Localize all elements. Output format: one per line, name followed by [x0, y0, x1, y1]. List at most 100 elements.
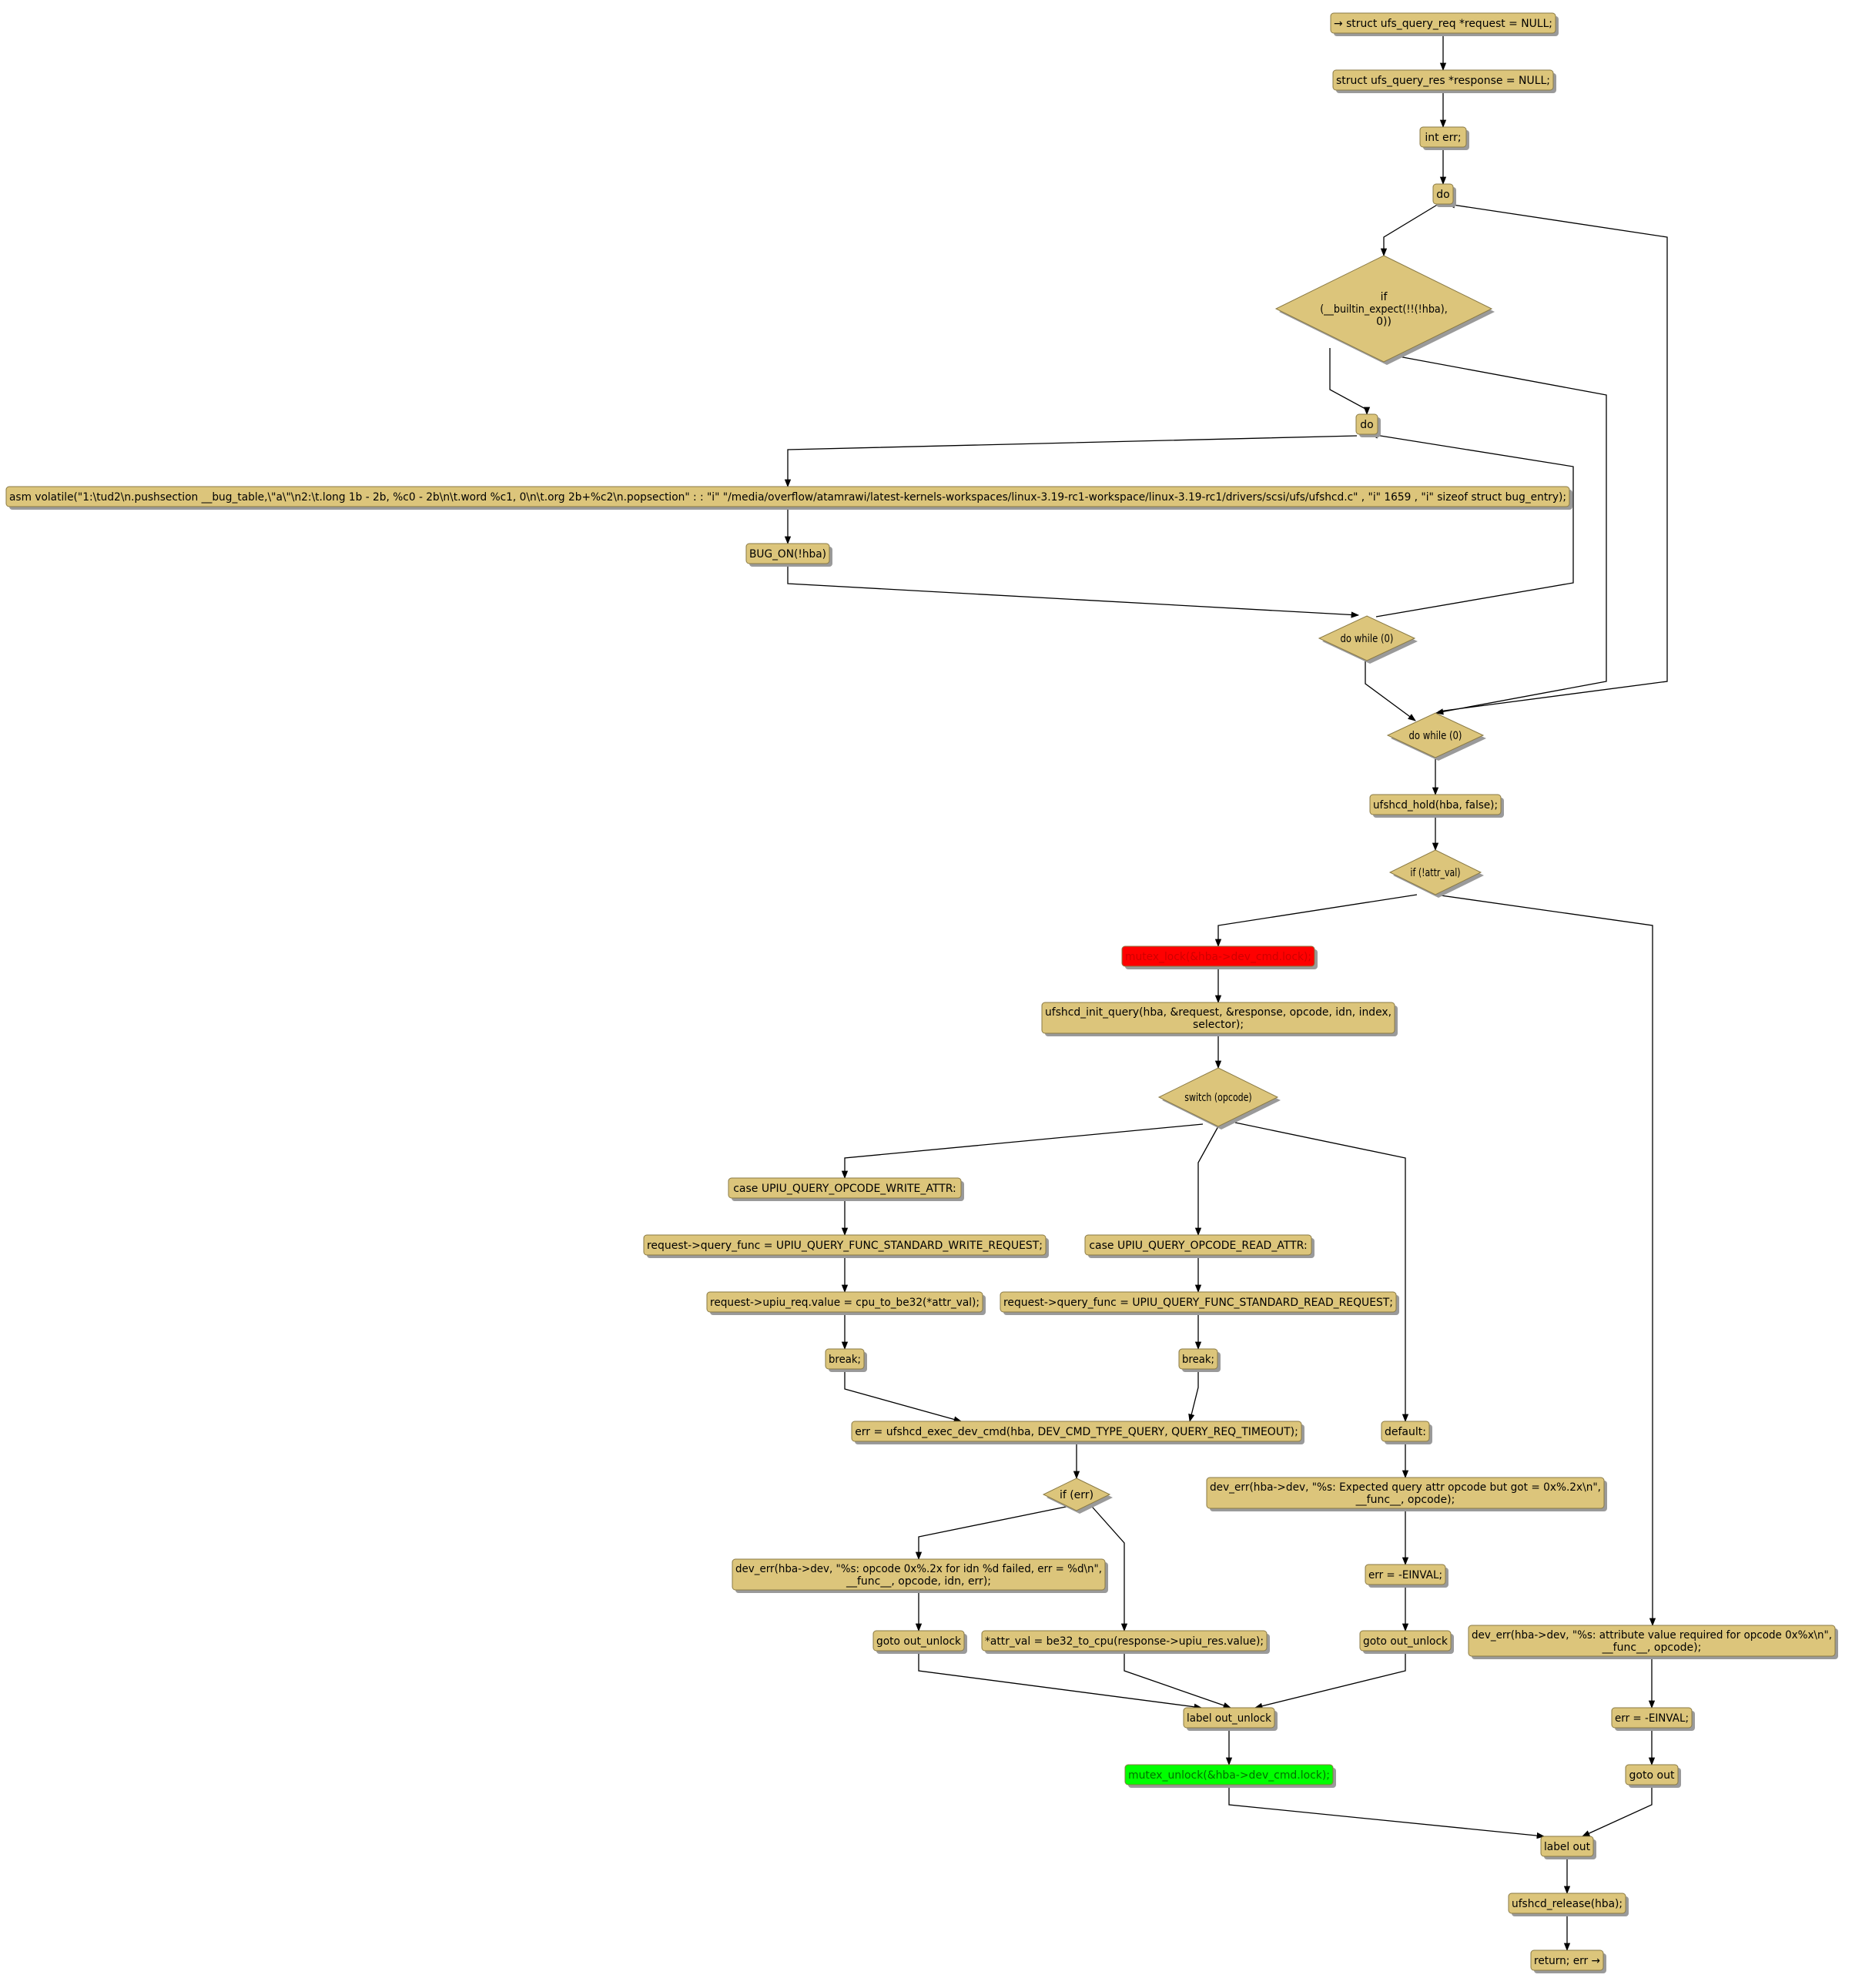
node-label: asm volatile("1:\tud2\n.pushsection __bu… — [9, 491, 1566, 504]
node-break2: break; — [1178, 1348, 1221, 1372]
node-box — [643, 1234, 1047, 1256]
flow-edge — [1087, 1501, 1128, 1632]
node-deverr-opcode: dev_err(hba->dev, "%s: opcode 0x%.2x for… — [732, 1558, 1108, 1593]
flow-edge — [1214, 894, 1418, 948]
node-box — [745, 543, 830, 564]
node-default: default: — [1381, 1421, 1432, 1444]
node-box — [732, 1558, 1106, 1591]
node-release: ufshcd_release(hba); — [1508, 1893, 1629, 1916]
node-label: __func__, opcode, idn, err); — [846, 1575, 991, 1588]
node-label: mutex_unlock(&hba->dev_cmd.lock); — [1128, 1769, 1330, 1782]
node-response: struct ufs_query_res *response = NULL; — [1332, 69, 1556, 93]
node-asm: asm volatile("1:\tud2\n.pushsection __bu… — [5, 486, 1572, 510]
flow-edge — [1365, 661, 1416, 721]
node-box — [1468, 1625, 1836, 1657]
node-diamond — [1388, 849, 1482, 895]
node-box — [1124, 1764, 1334, 1786]
node-label: selector); — [1193, 1019, 1244, 1031]
node-break1: break; — [825, 1348, 867, 1372]
node-box — [1365, 1564, 1446, 1585]
node-label: BUG_ON(!hba) — [749, 548, 826, 561]
node-label: break; — [1182, 1354, 1214, 1366]
node-label: label out — [1544, 1841, 1590, 1853]
node-label: request->query_func = UPIU_QUERY_FUNC_ST… — [1003, 1297, 1393, 1309]
node-diamond — [1274, 255, 1493, 363]
node-case-write: case UPIU_QUERY_OPCODE_WRITE_ATTR: — [728, 1177, 964, 1201]
node-label: struct ufs_query_res *response = NULL; — [1336, 75, 1550, 87]
node-request: → struct ufs_query_req *request = NULL; — [1330, 12, 1559, 36]
node-upiu-value: request->upiu_req.value = cpu_to_be32(*a… — [706, 1291, 986, 1315]
node-label: → struct ufs_query_req *request = NULL; — [1334, 18, 1552, 30]
node-box — [1369, 794, 1502, 815]
node-dowhile-outer: do while (0) — [1386, 712, 1486, 761]
node-box — [1000, 1291, 1397, 1313]
nodes: → struct ufs_query_req *request = NULL; s… — [5, 12, 1838, 1973]
node-box — [5, 486, 1570, 507]
flow-edge — [918, 1651, 1203, 1710]
node-write-func: request->query_func = UPIU_QUERY_FUNC_ST… — [643, 1234, 1049, 1258]
node-box — [1625, 1764, 1679, 1786]
node-diamond — [1318, 615, 1416, 661]
node-box — [851, 1421, 1302, 1442]
node-label: do — [1436, 189, 1449, 201]
node-box — [872, 1630, 965, 1652]
node-label-out: label out — [1540, 1836, 1596, 1859]
node-box — [1381, 1421, 1430, 1442]
node-box — [1540, 1836, 1594, 1857]
node-deverr-required: dev_err(hba->dev, "%s: attribute value r… — [1468, 1625, 1838, 1659]
node-box — [1330, 12, 1556, 34]
flow-edge — [1435, 894, 1656, 1627]
node-label: err = -EINVAL; — [1615, 1712, 1689, 1725]
node-label: goto out_unlock — [876, 1635, 962, 1648]
node-mutex-lock: mutex_lock(&hba->dev_cmd.lock); — [1121, 945, 1318, 969]
node-diamond — [1386, 712, 1485, 758]
node-goto-unlock2: goto out_unlock — [1359, 1630, 1454, 1654]
node-label: return; err → — [1534, 1955, 1600, 1967]
node-err-decl: int err; — [1419, 126, 1469, 150]
node-box — [981, 1630, 1268, 1652]
node-box — [1084, 1234, 1312, 1256]
node-switch: switch (opcode) — [1157, 1067, 1281, 1130]
node-label: goto out_unlock — [1363, 1635, 1448, 1648]
node-label-unlock: label out_unlock — [1183, 1707, 1278, 1731]
node-if-attr: if (!attr_val) — [1388, 849, 1484, 898]
node-label: default: — [1385, 1426, 1426, 1438]
node-dowhile-inner: do while (0) — [1318, 615, 1418, 664]
node-label: do — [1360, 419, 1373, 431]
node-mutex-unlock: mutex_unlock(&hba->dev_cmd.lock); — [1124, 1764, 1336, 1788]
node-box — [1355, 413, 1378, 435]
flow-edge — [787, 564, 1360, 618]
flow-edge — [844, 1369, 963, 1423]
node-box — [1432, 183, 1454, 205]
node-label: if — [1381, 291, 1388, 303]
node-hold: ufshcd_hold(hba, false); — [1369, 794, 1504, 818]
node-label: dev_err(hba->dev, "%s: attribute value r… — [1472, 1629, 1832, 1642]
flow-edge — [841, 1123, 1204, 1180]
node-if-err: if (err) — [1042, 1478, 1113, 1514]
node-label: err = -EINVAL; — [1368, 1569, 1442, 1581]
flow-edge — [1124, 1651, 1231, 1709]
flow-edge — [1385, 353, 1607, 715]
node-box — [728, 1177, 962, 1199]
node-label: ufshcd_init_query(hba, &request, &respon… — [1045, 1006, 1392, 1019]
node-label: int err; — [1425, 132, 1461, 144]
node-label: ufshcd_hold(hba, false); — [1373, 799, 1498, 812]
flow-edge — [915, 1504, 1074, 1561]
node-label: dev_err(hba->dev, "%s: Expected query at… — [1210, 1481, 1601, 1494]
node-label: do while (0) — [1409, 730, 1462, 742]
flow-edge — [784, 435, 1358, 488]
flow-edge — [1188, 1369, 1199, 1423]
node-label: break; — [829, 1354, 861, 1366]
node-box — [1508, 1893, 1626, 1914]
node-label: switch (opcode) — [1184, 1092, 1251, 1104]
node-label: if (!attr_val) — [1410, 867, 1460, 879]
node-box — [1178, 1348, 1218, 1370]
node-label: request->query_func = UPIU_QUERY_FUNC_ST… — [647, 1240, 1043, 1252]
node-label: case UPIU_QUERY_OPCODE_READ_ATTR: — [1089, 1240, 1307, 1252]
node-label: mutex_lock(&hba->dev_cmd.lock); — [1125, 951, 1311, 963]
node-box — [1332, 69, 1554, 91]
node-diamond — [1157, 1067, 1279, 1127]
node-box — [825, 1348, 865, 1370]
node-return: return; err → — [1530, 1950, 1606, 1973]
node-label: if (err) — [1060, 1489, 1093, 1501]
